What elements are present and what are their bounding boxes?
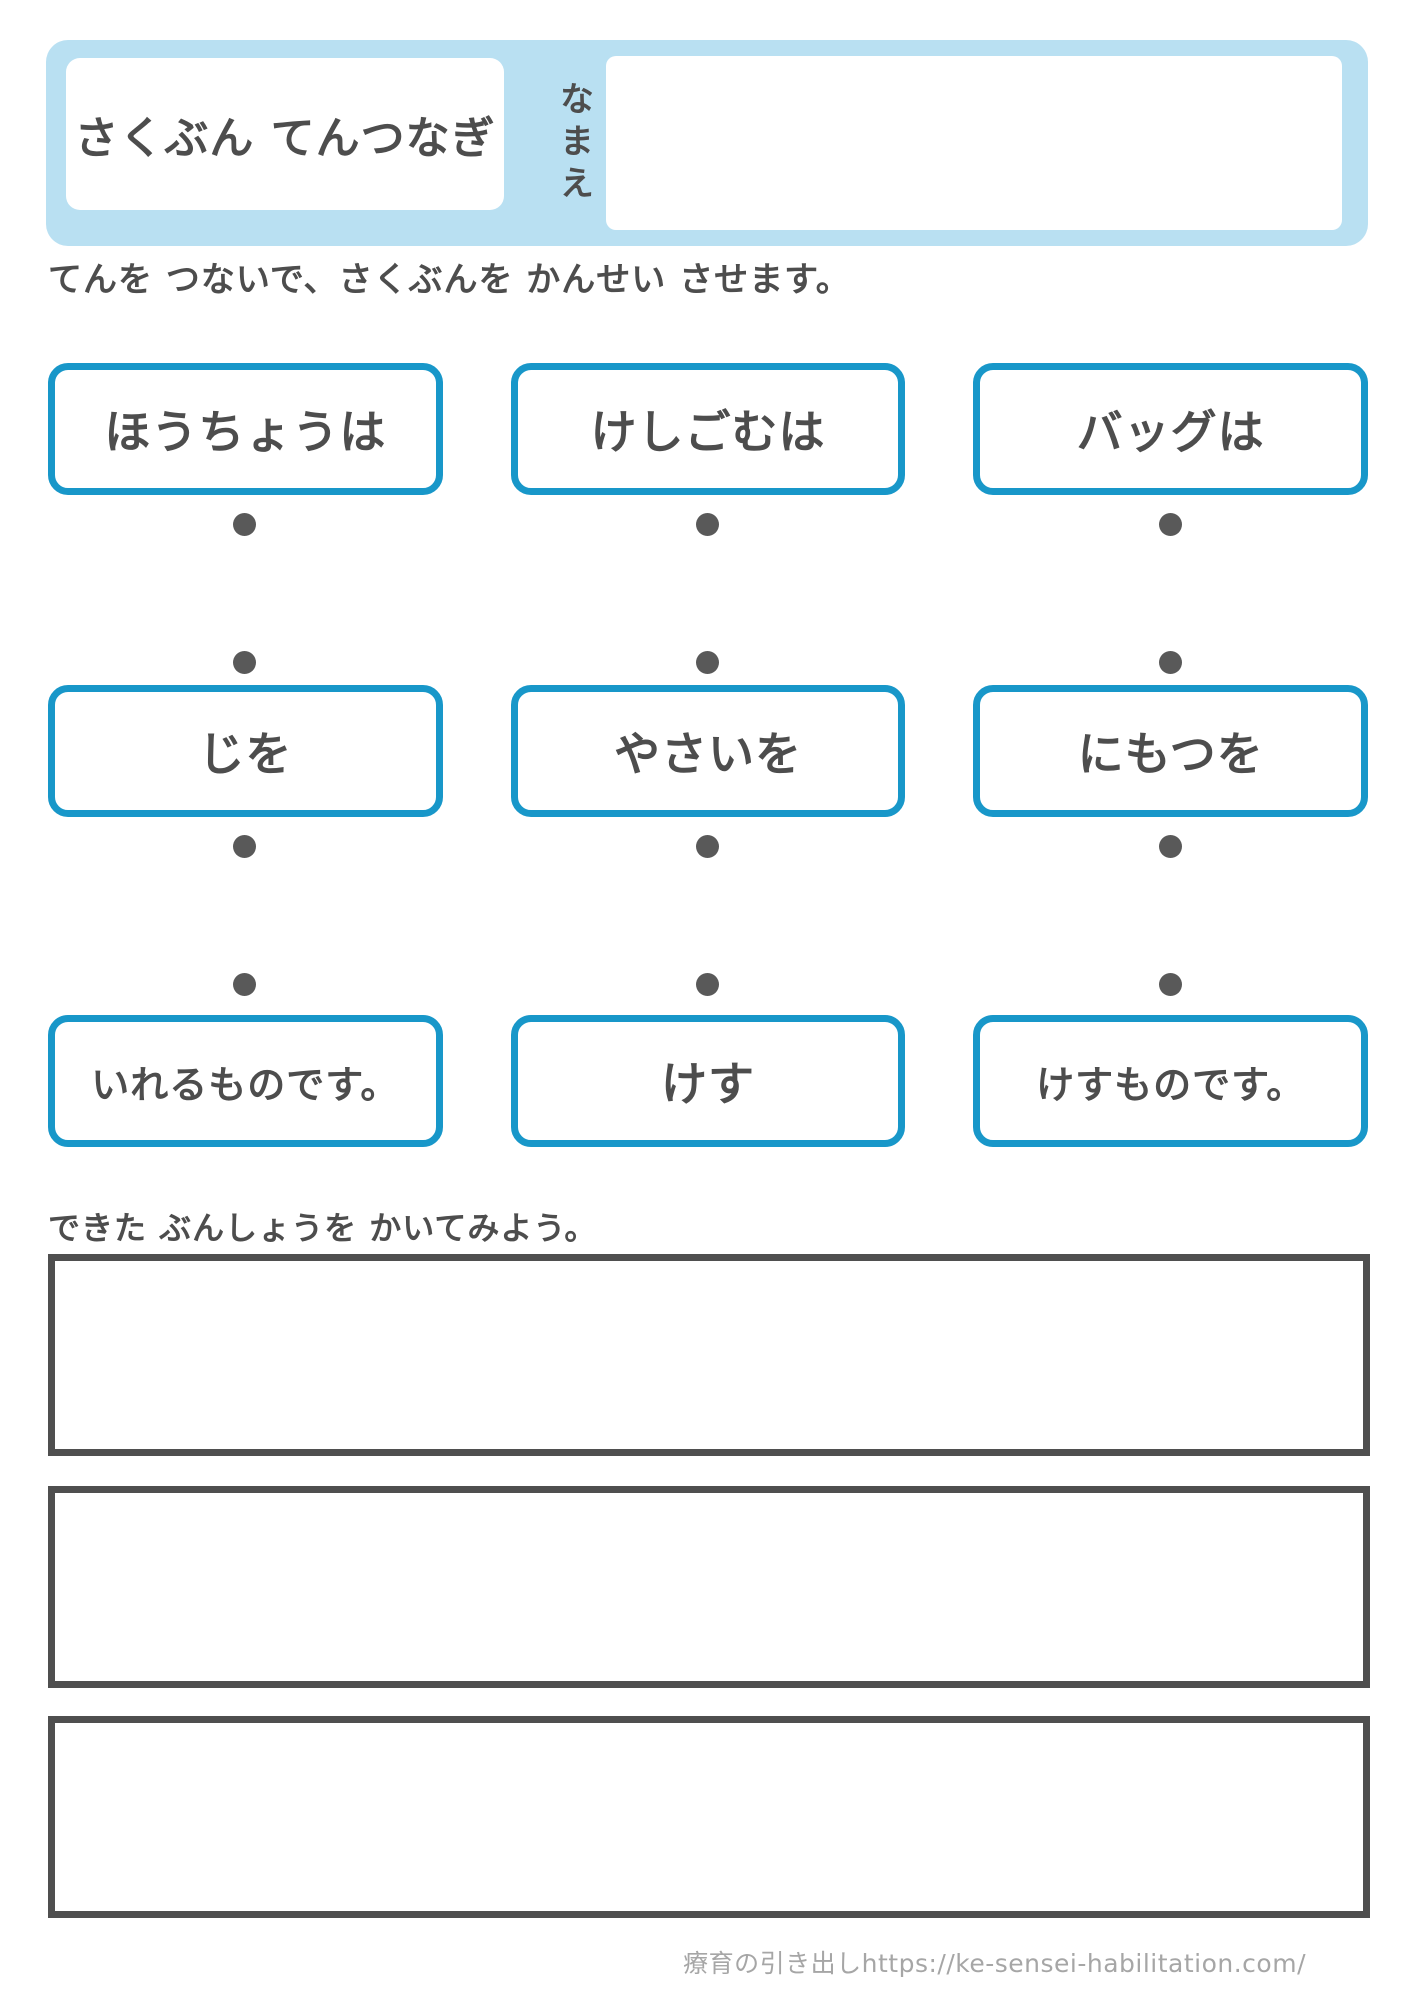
- write-section-label: できた ぶんしょうを かいてみよう。: [48, 1209, 598, 1247]
- connector-dot[interactable]: [696, 513, 719, 536]
- worksheet-title-box: さくぶん てんつなぎ: [66, 58, 504, 210]
- connector-dot[interactable]: [233, 973, 256, 996]
- header: さくぶん てんつなぎ なまえ: [46, 40, 1368, 246]
- connector-dot[interactable]: [1159, 973, 1182, 996]
- word-box-irerumono: いれるものです。: [48, 1015, 443, 1147]
- connector-dot[interactable]: [233, 513, 256, 536]
- name-label: なまえ: [553, 81, 594, 207]
- word-row-1: ほうちょうは けしごむは バッグは: [48, 363, 1369, 495]
- word-row-2: じを やさいを にもつを: [48, 685, 1369, 817]
- word-box-keshigomu: けしごむは: [510, 363, 906, 495]
- connector-dot[interactable]: [1159, 513, 1182, 536]
- page-title: さくぶん てんつなぎ: [74, 113, 496, 164]
- word-row-3: いれるものです。 けす けすものです。: [48, 1015, 1369, 1147]
- instruction-text: てんを つないで、さくぶんを かんせい させます。: [48, 260, 851, 300]
- word-box-yasai: やさいを: [510, 685, 906, 817]
- word-box-ji: じを: [48, 685, 443, 817]
- connector-dot[interactable]: [1159, 835, 1182, 858]
- answer-box-2[interactable]: [48, 1486, 1370, 1688]
- word-box-kesu: けす: [510, 1015, 906, 1147]
- word-box-bag: バッグは: [973, 363, 1369, 495]
- word-box-houchou: ほうちょうは: [48, 363, 443, 495]
- word-box-nimotsu: にもつを: [973, 685, 1369, 817]
- name-input[interactable]: [606, 56, 1342, 230]
- footer-credit: 療育の引き出しhttps://ke-sensei-habilitation.co…: [683, 1949, 1306, 1978]
- answer-box-3[interactable]: [48, 1716, 1370, 1918]
- connector-dot[interactable]: [696, 835, 719, 858]
- word-box-kesumono: けすものです。: [973, 1015, 1369, 1147]
- connector-dot[interactable]: [696, 651, 719, 674]
- connector-dot[interactable]: [233, 651, 256, 674]
- connector-dot[interactable]: [1159, 651, 1182, 674]
- connector-dot[interactable]: [696, 973, 719, 996]
- answer-box-1[interactable]: [48, 1254, 1370, 1456]
- connector-dot[interactable]: [233, 835, 256, 858]
